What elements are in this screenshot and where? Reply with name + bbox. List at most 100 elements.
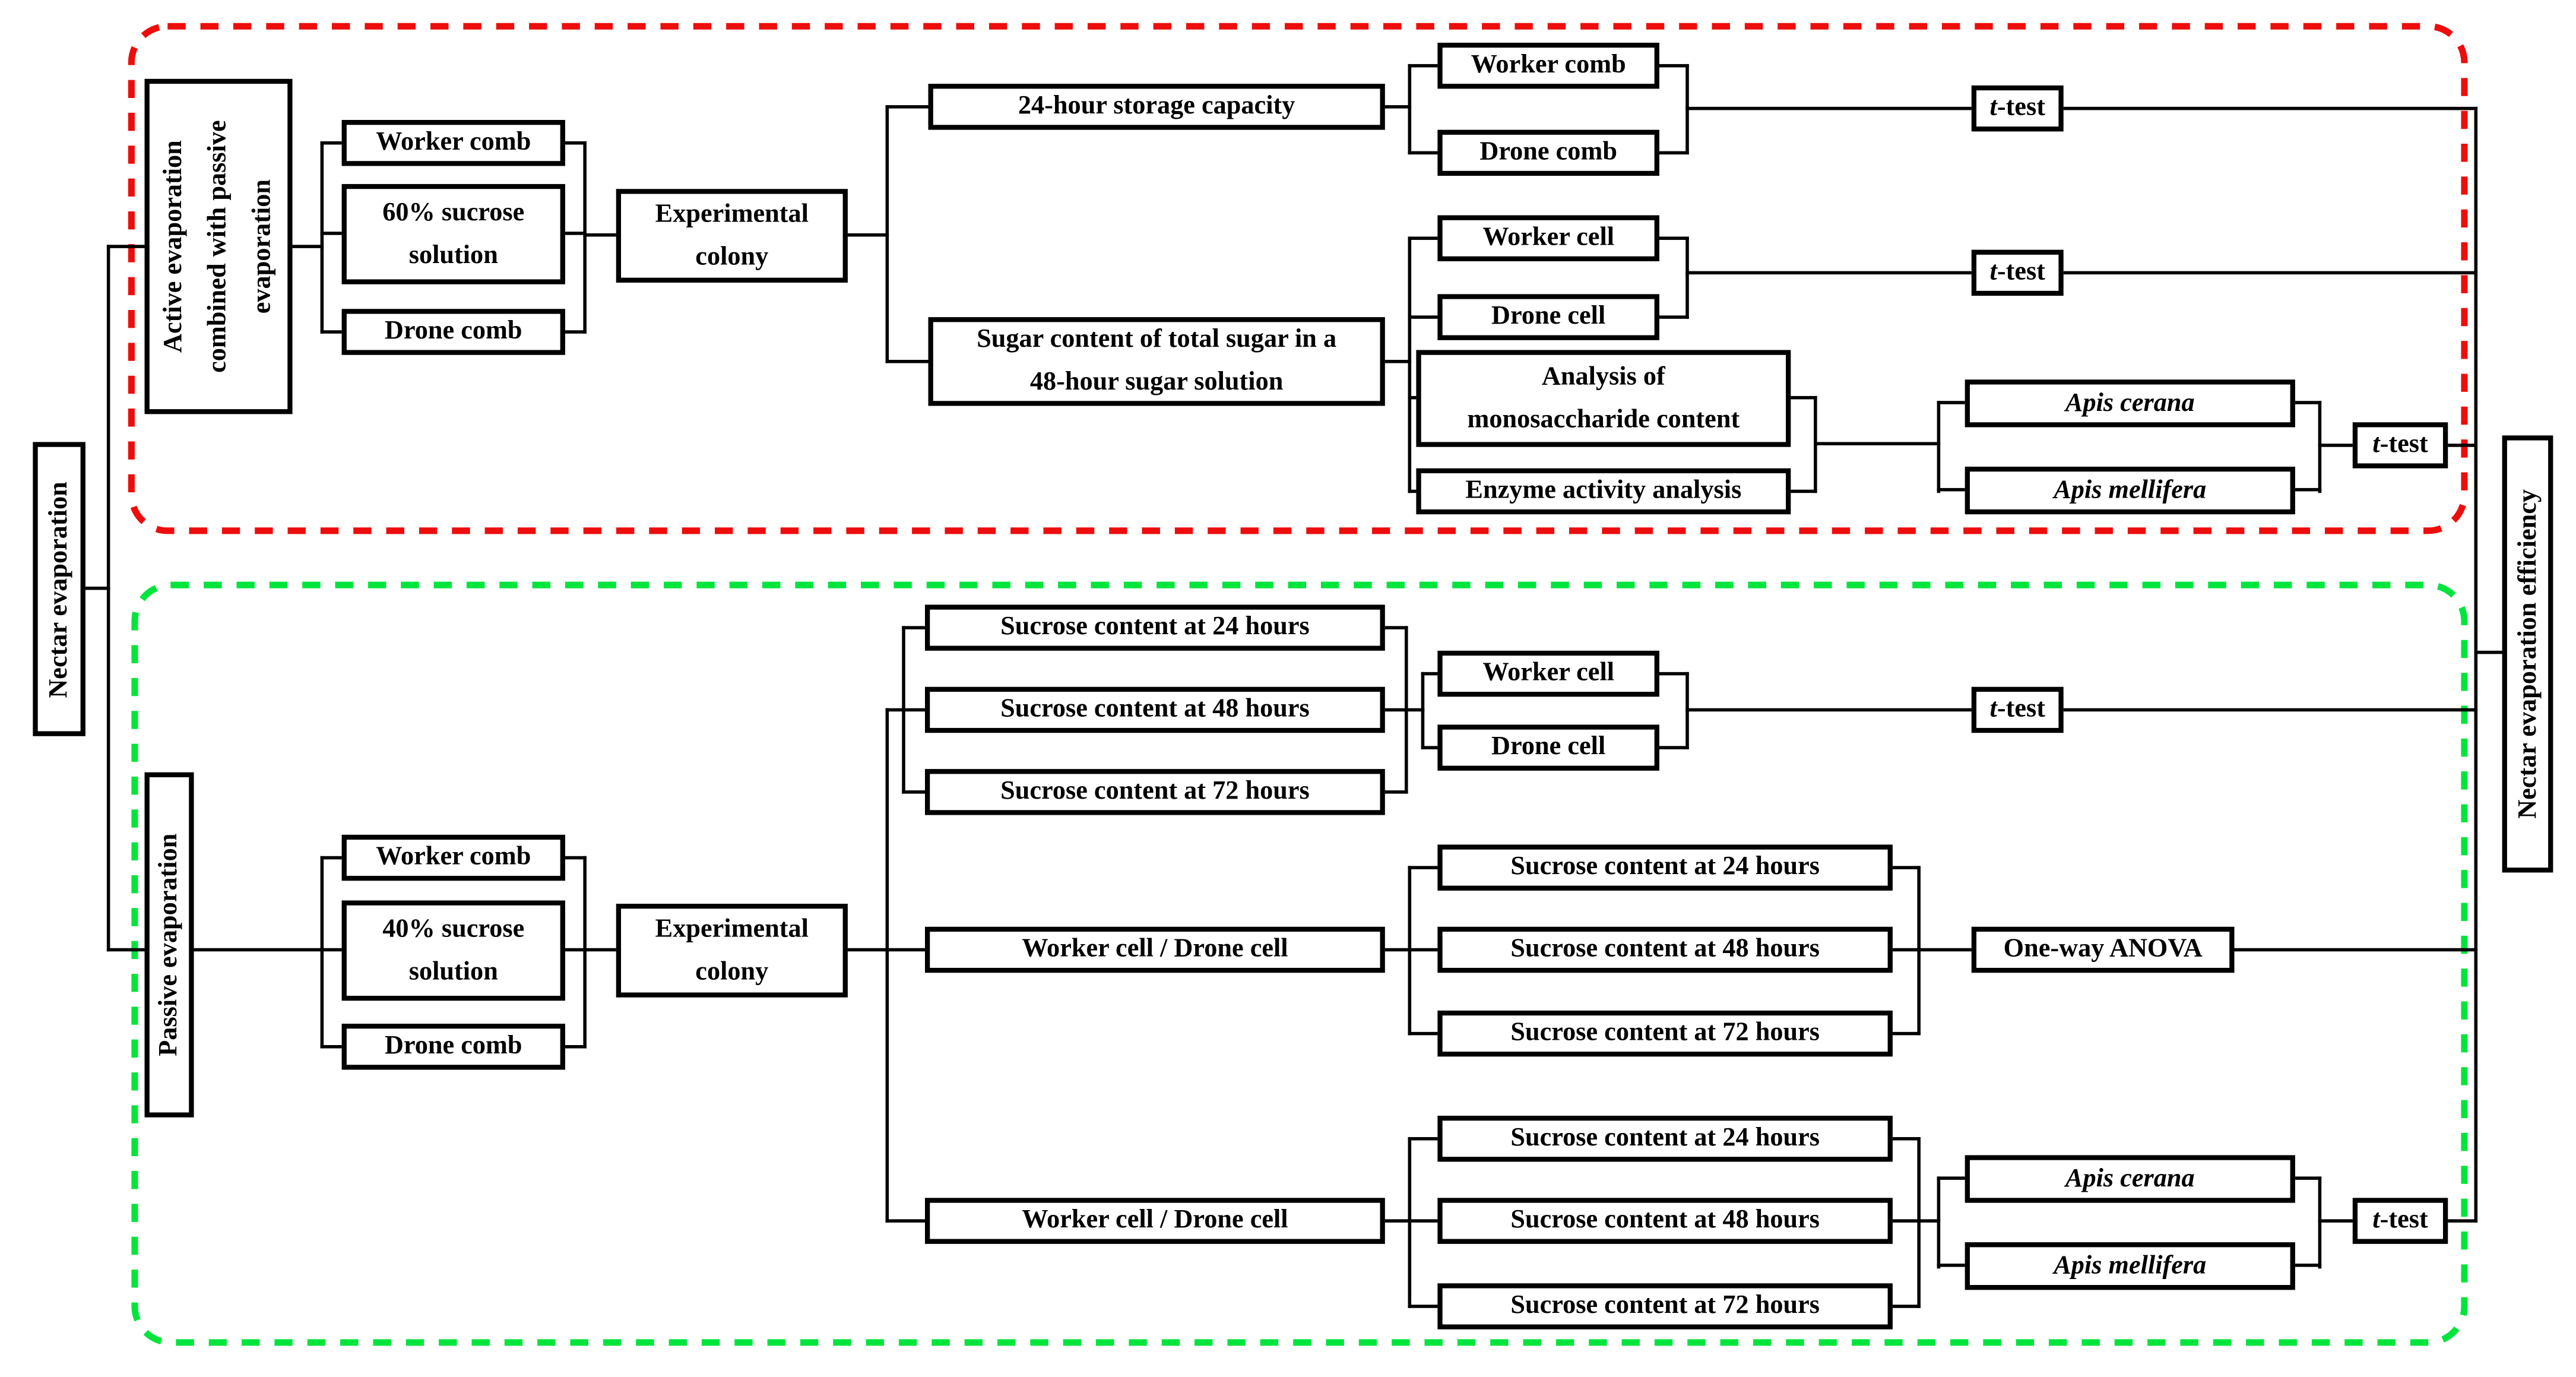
monosaccharide-analysis-box: Analysis of monosaccharide content	[1416, 350, 1791, 447]
connector-line	[1407, 1031, 1440, 1036]
anova-label: One-way ANOVA	[2003, 935, 2203, 963]
connector-line	[1383, 359, 1412, 364]
active-worker-comb-label: Worker comb	[376, 128, 531, 157]
sugar-content-label: Sugar content of total sugar in a 48-hou…	[977, 325, 1337, 396]
sucrose-72h-box-a: Sucrose content at 72 hours	[924, 769, 1385, 815]
connector-line	[1936, 400, 1967, 405]
sucrose-24h-box-b: Sucrose content at 24 hours	[1437, 844, 1893, 891]
sugar-worker-cell-label: Worker cell	[1482, 223, 1615, 252]
passive-evaporation-box: Passive evaporation	[144, 772, 194, 1118]
enzyme-activity-label: Enzyme activity analysis	[1465, 476, 1742, 505]
connector-line	[1407, 64, 1412, 155]
enzyme-activity-box: Enzyme activity analysis	[1416, 468, 1791, 515]
connector-line	[2061, 106, 2478, 111]
connector-line	[901, 790, 927, 794]
connector-line	[1936, 1176, 1967, 1180]
passive-group-outline	[131, 581, 2468, 1346]
active-sucrose-solution-box: 60% sucrose solution	[341, 183, 565, 284]
worker-drone-comparison-box-1: Worker cell / Drone cell	[924, 926, 1385, 973]
connector-line	[845, 948, 889, 952]
sucrose-24h-label-a: Sucrose content at 24 hours	[1000, 613, 1310, 641]
connector-line	[2473, 650, 2505, 655]
connector-line	[885, 948, 927, 952]
passive-evaporation-label: Passive evaporation	[155, 833, 183, 1056]
passive-experimental-colony-label: Experimental colony	[655, 914, 809, 985]
connector-line	[319, 948, 344, 952]
connector-line	[1936, 1176, 1941, 1270]
connector-line	[1916, 948, 1974, 952]
connector-line	[885, 105, 889, 364]
connector-line	[1407, 489, 1418, 493]
passive-experimental-colony-box: Experimental colony	[616, 904, 848, 998]
nectar-evaporation-box: Nectar evaporation	[33, 442, 85, 736]
connector-line	[1407, 948, 1440, 952]
connector-line	[901, 625, 927, 630]
connector-line	[563, 231, 587, 236]
connector-line	[2317, 1218, 2355, 1223]
connector-line	[1936, 400, 1941, 493]
worker-drone-comparison-label-1: Worker cell / Drone cell	[1022, 935, 1288, 963]
connector-line	[582, 141, 587, 334]
apis-mellifera-box-1: Apis mellifera	[1965, 466, 2295, 515]
nectar-efficiency-box: Nectar evaporation efficiency	[2502, 435, 2553, 873]
t-test-2-prefix: t	[1989, 258, 1997, 286]
sugar-content-box: Sugar content of total sugar in a 48-hou…	[928, 317, 1385, 406]
connector-line	[1421, 672, 1440, 676]
passive-drone-cell-box: Drone cell	[1437, 724, 1659, 771]
t-test-5-prefix: t	[2372, 1206, 2380, 1234]
apis-mellifera-label-1: Apis mellifera	[2054, 476, 2207, 504]
connector-line	[1407, 1137, 1440, 1141]
connector-line	[2061, 708, 2478, 712]
sucrose-24h-box-c: Sucrose content at 24 hours	[1437, 1115, 1893, 1162]
connector-line	[901, 708, 927, 712]
apis-cerana-label-1: Apis cerana	[2065, 388, 2195, 417]
sugar-drone-cell-box: Drone cell	[1437, 294, 1659, 340]
connector-line	[1407, 315, 1440, 319]
connector-line	[106, 244, 147, 249]
passive-worker-cell-box: Worker cell	[1437, 650, 1659, 697]
connector-line	[192, 948, 324, 952]
connector-line	[1890, 1304, 1921, 1309]
connector-line	[1890, 1031, 1921, 1036]
connector-line	[885, 1218, 927, 1223]
t-test-box-2: t-test	[1971, 249, 2064, 296]
storage-worker-comb-label: Worker comb	[1471, 50, 1626, 79]
sucrose-72h-box-b: Sucrose content at 72 hours	[1437, 1010, 1893, 1057]
connector-line	[2445, 443, 2478, 448]
connector-line	[83, 586, 111, 591]
sugar-drone-cell-label: Drone cell	[1491, 302, 1606, 331]
connector-line	[885, 359, 930, 364]
connector-line	[319, 141, 324, 334]
connector-line	[1916, 1218, 1941, 1223]
storage-capacity-box: 24-hour storage capacity	[928, 84, 1385, 130]
connector-line	[1657, 150, 1690, 155]
connector-line	[1407, 395, 1418, 400]
connector-line	[1383, 708, 1409, 712]
passive-drone-comb-box: Drone comb	[341, 1024, 565, 1070]
sucrose-48h-label-c: Sucrose content at 48 hours	[1510, 1206, 1820, 1234]
monosaccharide-analysis-label: Analysis of monosaccharide content	[1467, 362, 1740, 433]
t-test-box-5: t-test	[2352, 1198, 2448, 1244]
connector-line	[319, 1044, 344, 1049]
connector-line	[1685, 236, 1690, 319]
sucrose-48h-label-a: Sucrose content at 48 hours	[1000, 695, 1310, 723]
connector-line	[563, 141, 587, 145]
sucrose-72h-label-b: Sucrose content at 72 hours	[1510, 1018, 1820, 1047]
connector-line	[319, 231, 344, 236]
connector-line	[1657, 315, 1690, 319]
active-group-outline	[128, 23, 2468, 534]
connector-line	[1890, 865, 1921, 870]
connector-line	[290, 244, 324, 249]
connector-line	[2293, 400, 2322, 405]
active-worker-comb-box: Worker comb	[341, 120, 565, 166]
t-test-5-suffix: -test	[2379, 1206, 2428, 1234]
connector-line	[1421, 745, 1440, 750]
apis-cerana-label-2: Apis cerana	[2065, 1164, 2195, 1192]
connector-line	[1383, 790, 1409, 794]
anova-box: One-way ANOVA	[1971, 926, 2235, 973]
connector-line	[1788, 489, 1818, 493]
worker-drone-comparison-label-2: Worker cell / Drone cell	[1022, 1206, 1288, 1234]
passive-worker-comb-label: Worker comb	[376, 843, 531, 871]
sucrose-48h-box-b: Sucrose content at 48 hours	[1437, 926, 1893, 973]
